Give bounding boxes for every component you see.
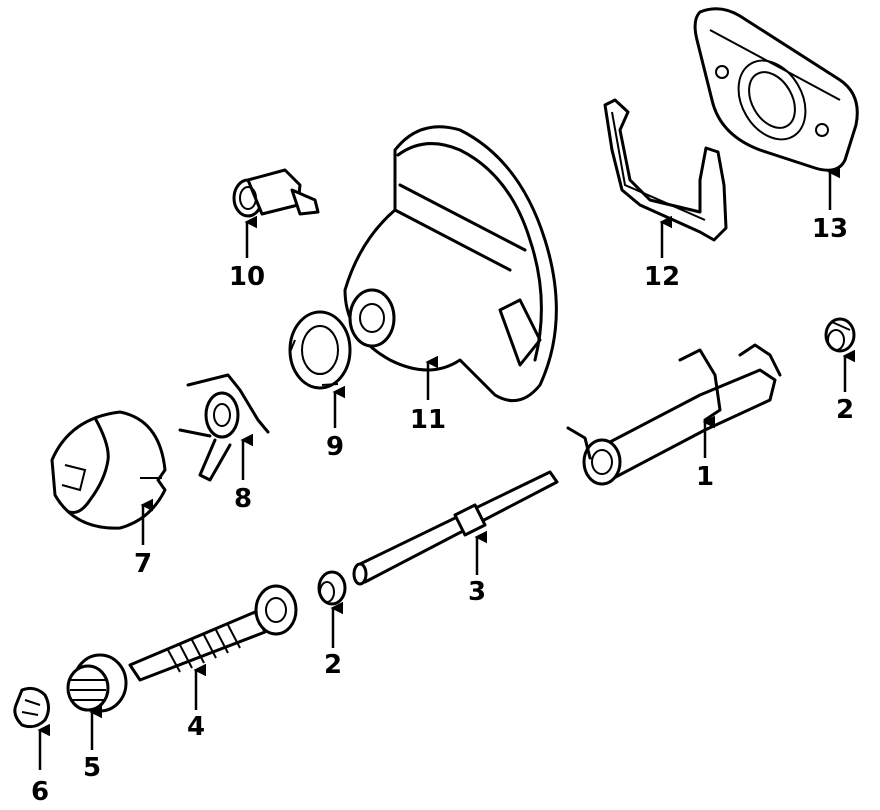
- callout-6: 6: [31, 777, 49, 807]
- callout-2-lower: 2: [324, 650, 342, 680]
- callout-13: 13: [812, 214, 848, 244]
- callout-9: 9: [326, 432, 344, 462]
- part-7-lock-housing: [50, 410, 167, 530]
- callout-4: 4: [187, 712, 205, 742]
- callout-10: 10: [229, 262, 265, 292]
- callout-2-upper: 2: [836, 395, 854, 425]
- callout-11: 11: [410, 405, 446, 435]
- part-10-switch: [232, 168, 320, 218]
- part-9-clock-spring: [288, 310, 352, 390]
- part-11-steering-wheel: [343, 125, 558, 403]
- part-1-column-housing: [566, 343, 782, 486]
- part-8-ignition-housing: [178, 373, 270, 482]
- callout-8: 8: [234, 484, 252, 514]
- callout-1: 1: [696, 462, 714, 492]
- leader-lines: [37, 165, 855, 770]
- callout-labels: 1 2 2 3 4 5 6 7 8 9 10 11 12 13: [31, 214, 854, 807]
- part-5-bearing: [66, 653, 128, 713]
- part-13-wheel-pad: [693, 7, 859, 172]
- part-3-shaft: [352, 470, 559, 586]
- part-2-bushing-upper: [824, 317, 856, 353]
- callout-3: 3: [468, 577, 486, 607]
- callout-12: 12: [644, 262, 680, 292]
- part-6-clip: [13, 686, 50, 729]
- callout-5: 5: [83, 753, 101, 783]
- part-4-lower-shaft: [128, 584, 298, 682]
- callout-7: 7: [134, 549, 152, 579]
- part-2-bushing-lower: [317, 570, 347, 606]
- part-12-bracket: [603, 98, 728, 242]
